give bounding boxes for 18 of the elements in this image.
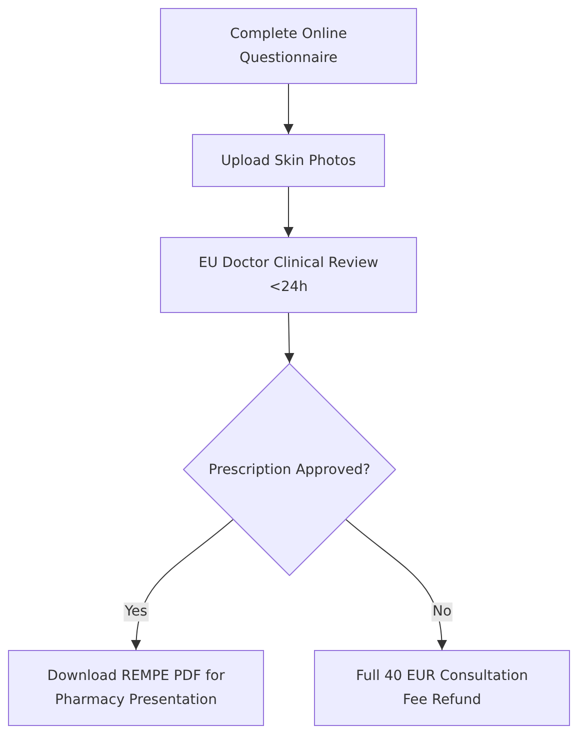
process-box [160, 8, 417, 84]
step-label: Upload Skin Photos [221, 152, 356, 170]
step-label: Full 40 EUR Consultation Fee Refund [354, 667, 530, 710]
decision-label: Prescription Approved? [208, 460, 370, 480]
process-box [160, 237, 417, 313]
arrow [131, 519, 234, 650]
step-label: EU Doctor Clinical Review <24h [198, 254, 380, 297]
arrow [284, 84, 294, 134]
arrow [284, 186, 294, 238]
arrow [345, 519, 447, 650]
arrow [284, 312, 294, 364]
process-box [314, 650, 570, 726]
process-box [8, 650, 264, 726]
edge-label: Yes [124, 602, 148, 622]
edge-label: No [431, 602, 453, 622]
step-label: Download REMPE PDF for Pharmacy Presentation [46, 667, 226, 710]
step-label: Complete Online Questionnaire [228, 25, 348, 68]
process-box [192, 134, 385, 187]
